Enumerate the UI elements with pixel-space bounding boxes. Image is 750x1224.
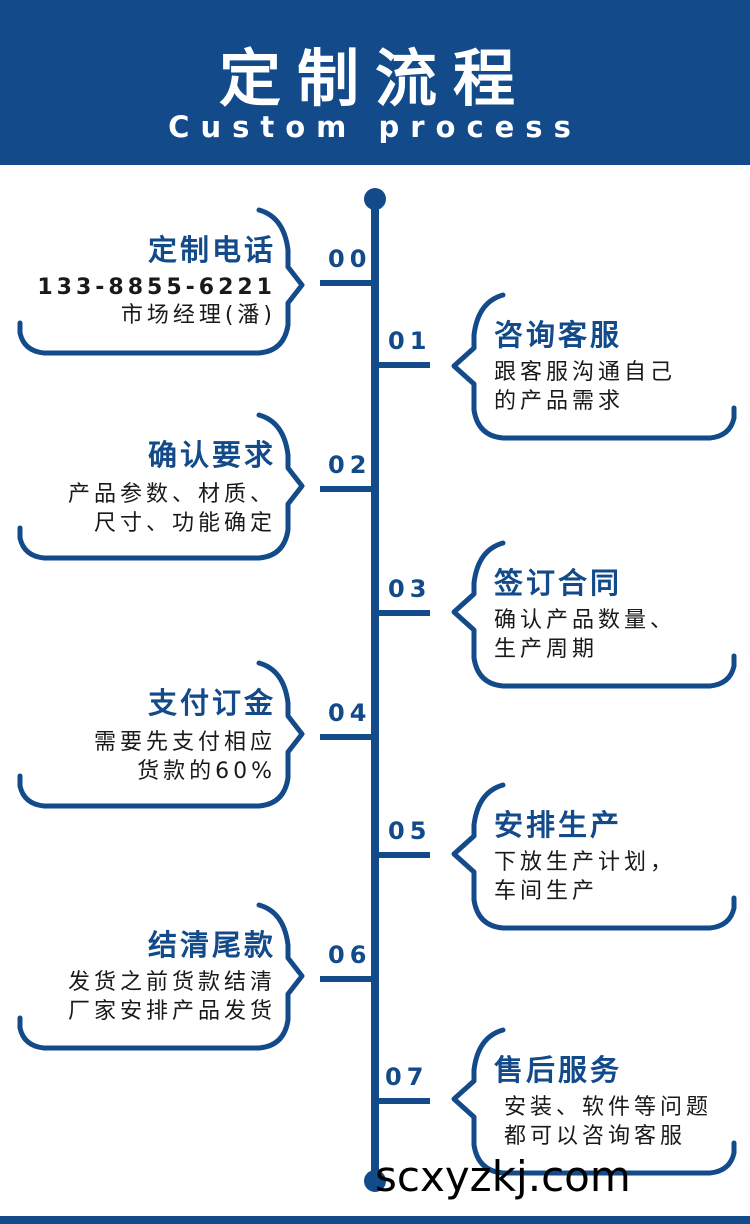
bottom-strip <box>0 1216 750 1224</box>
step-card-custom-phone: 定制电话 133-8855-6221 市场经理(潘) <box>14 205 305 357</box>
step-title: 支付订金 <box>147 686 276 720</box>
contact-person: 市场经理(潘) <box>120 303 276 328</box>
speech-bubble-outline <box>451 540 737 689</box>
step-number: 02 <box>328 451 372 479</box>
speech-bubble-outline <box>451 782 737 931</box>
step-desc-line2: 尺寸、功能确定 <box>93 511 276 536</box>
step-tick-05 <box>375 852 430 858</box>
step-tick-04 <box>320 734 375 740</box>
timeline-end-dot <box>364 1170 386 1192</box>
phone-number: 133-8855-6221 <box>37 275 276 300</box>
timeline-line <box>371 197 379 1182</box>
watermark-domain: scxyzkj.com <box>375 1152 631 1201</box>
speech-bubble-outline <box>17 660 305 809</box>
step-card-confirm-requirements: 确认要求 产品参数、材质、 尺寸、功能确定 <box>14 410 305 562</box>
step-number: 03 <box>388 575 432 603</box>
step-tick-03 <box>375 610 430 616</box>
step-tick-07 <box>375 1098 430 1104</box>
speech-bubble-outline <box>451 1027 737 1176</box>
header-banner: 定制流程 Custom process <box>0 0 750 165</box>
speech-bubble-outline <box>451 292 737 441</box>
timeline-start-dot <box>364 188 386 210</box>
step-desc-line1: 确认产品数量、 <box>494 608 677 633</box>
step-desc-line1: 产品参数、材质、 <box>67 482 276 507</box>
step-title: 安排生产 <box>494 808 623 842</box>
step-title: 售后服务 <box>494 1053 623 1087</box>
page-title: 定制流程 <box>218 42 531 115</box>
step-desc-line2: 的产品需求 <box>494 389 625 414</box>
step-desc-line1: 跟客服沟通自己 <box>494 360 677 385</box>
step-card-pay-deposit: 支付订金 需要先支付相应 货款的60% <box>14 658 305 810</box>
step-card-arrange-production: 安排生产 下放生产计划， 车间生产 <box>448 780 740 932</box>
step-title: 定制电话 <box>147 233 276 267</box>
step-card-sign-contract: 签订合同 确认产品数量、 生产周期 <box>448 538 740 690</box>
speech-bubble-outline <box>17 412 305 561</box>
step-desc-line2: 都可以咨询客服 <box>504 1124 687 1149</box>
step-number: 04 <box>328 699 372 727</box>
step-desc-line2: 生产周期 <box>494 637 599 662</box>
step-card-settle-balance: 结清尾款 发货之前货款结清 厂家安排产品发货 <box>14 900 305 1052</box>
step-card-after-sales: 售后服务 安装、软件等问题 都可以咨询客服 <box>448 1025 740 1177</box>
step-desc-line1: 发货之前货款结清 <box>67 970 276 995</box>
step-tick-06 <box>320 976 375 982</box>
speech-bubble-outline <box>17 207 305 356</box>
step-title: 咨询客服 <box>494 318 623 352</box>
speech-bubble-outline <box>17 902 305 1051</box>
step-title: 结清尾款 <box>147 928 276 962</box>
step-title: 签订合同 <box>494 566 623 600</box>
step-desc-line1: 安装、软件等问题 <box>504 1095 713 1120</box>
step-desc-line2: 车间生产 <box>494 879 599 904</box>
step-desc-line1: 需要先支付相应 <box>93 730 276 755</box>
page-subtitle: Custom process <box>168 110 582 144</box>
step-number: 00 <box>328 245 372 273</box>
step-number: 07 <box>385 1063 429 1091</box>
step-tick-02 <box>320 486 375 492</box>
step-desc-line1: 下放生产计划， <box>494 850 677 875</box>
step-card-consult-service: 咨询客服 跟客服沟通自己 的产品需求 <box>448 290 740 442</box>
step-number: 01 <box>388 327 432 355</box>
step-number: 05 <box>388 817 432 845</box>
step-desc-line2: 货款的60% <box>137 759 276 784</box>
step-tick-01 <box>375 362 430 368</box>
step-number: 06 <box>328 941 372 969</box>
step-tick-00 <box>320 280 375 286</box>
step-desc-line2: 厂家安排产品发货 <box>67 999 276 1024</box>
step-title: 确认要求 <box>147 438 276 472</box>
